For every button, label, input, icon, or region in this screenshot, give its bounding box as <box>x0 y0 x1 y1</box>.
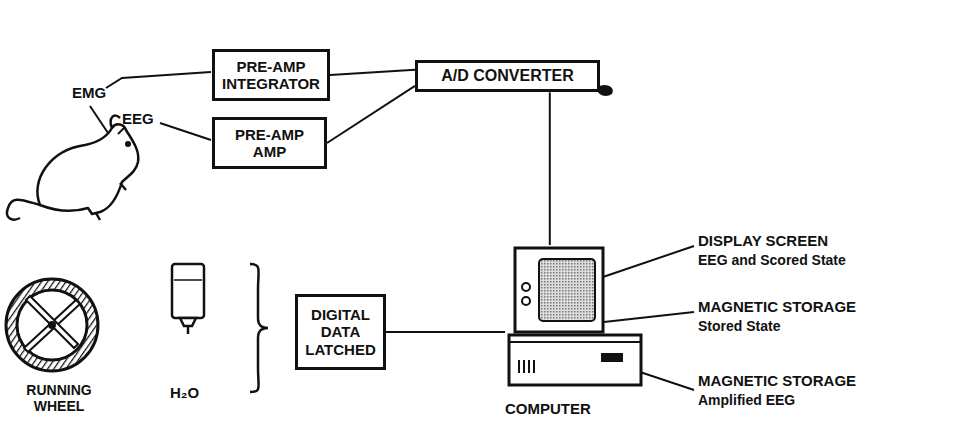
output-label: DISPLAY SCREEN <box>698 232 828 249</box>
output-label: EEG and Scored State <box>698 252 846 268</box>
part-name: RUNNING WHEEL <box>14 382 104 414</box>
electrode-wire <box>90 72 211 140</box>
output-label: MAGNETIC STORAGE <box>698 298 856 315</box>
signal-line <box>330 70 415 75</box>
device-label: COMPUTER <box>505 400 591 417</box>
signal-name: EEG <box>122 110 154 127</box>
computer-figure <box>505 245 645 417</box>
computer: COMPUTER <box>505 245 645 417</box>
signal-line <box>327 86 415 143</box>
box-label: A/D CONVERTER <box>441 67 573 85</box>
signal-name: EMG <box>72 84 106 101</box>
running-wheel <box>6 279 98 371</box>
mouse-figure <box>7 116 138 220</box>
process-box: DIGITAL DATA LATCHED <box>295 294 386 370</box>
process-box: PRE-AMP AMP <box>212 117 327 169</box>
box-label: PRE-AMP AMP <box>221 126 318 161</box>
output-label: MAGNETIC STORAGE <box>698 372 856 389</box>
process-box: A/D CONVERTER <box>415 60 600 92</box>
box-label: PRE-AMP INTEGRATOR <box>221 58 321 93</box>
box-label: DIGITAL DATA LATCHED <box>304 306 377 358</box>
output-label: Amplified EEG <box>698 392 795 408</box>
grouping-brace <box>250 264 268 392</box>
process-box: PRE-AMP INTEGRATOR <box>212 49 330 101</box>
signal-line <box>386 332 505 333</box>
part-name: H₂O <box>170 384 199 401</box>
water-bottle <box>172 264 204 334</box>
signal-line <box>549 92 550 245</box>
output-label: Stored State <box>698 318 780 334</box>
